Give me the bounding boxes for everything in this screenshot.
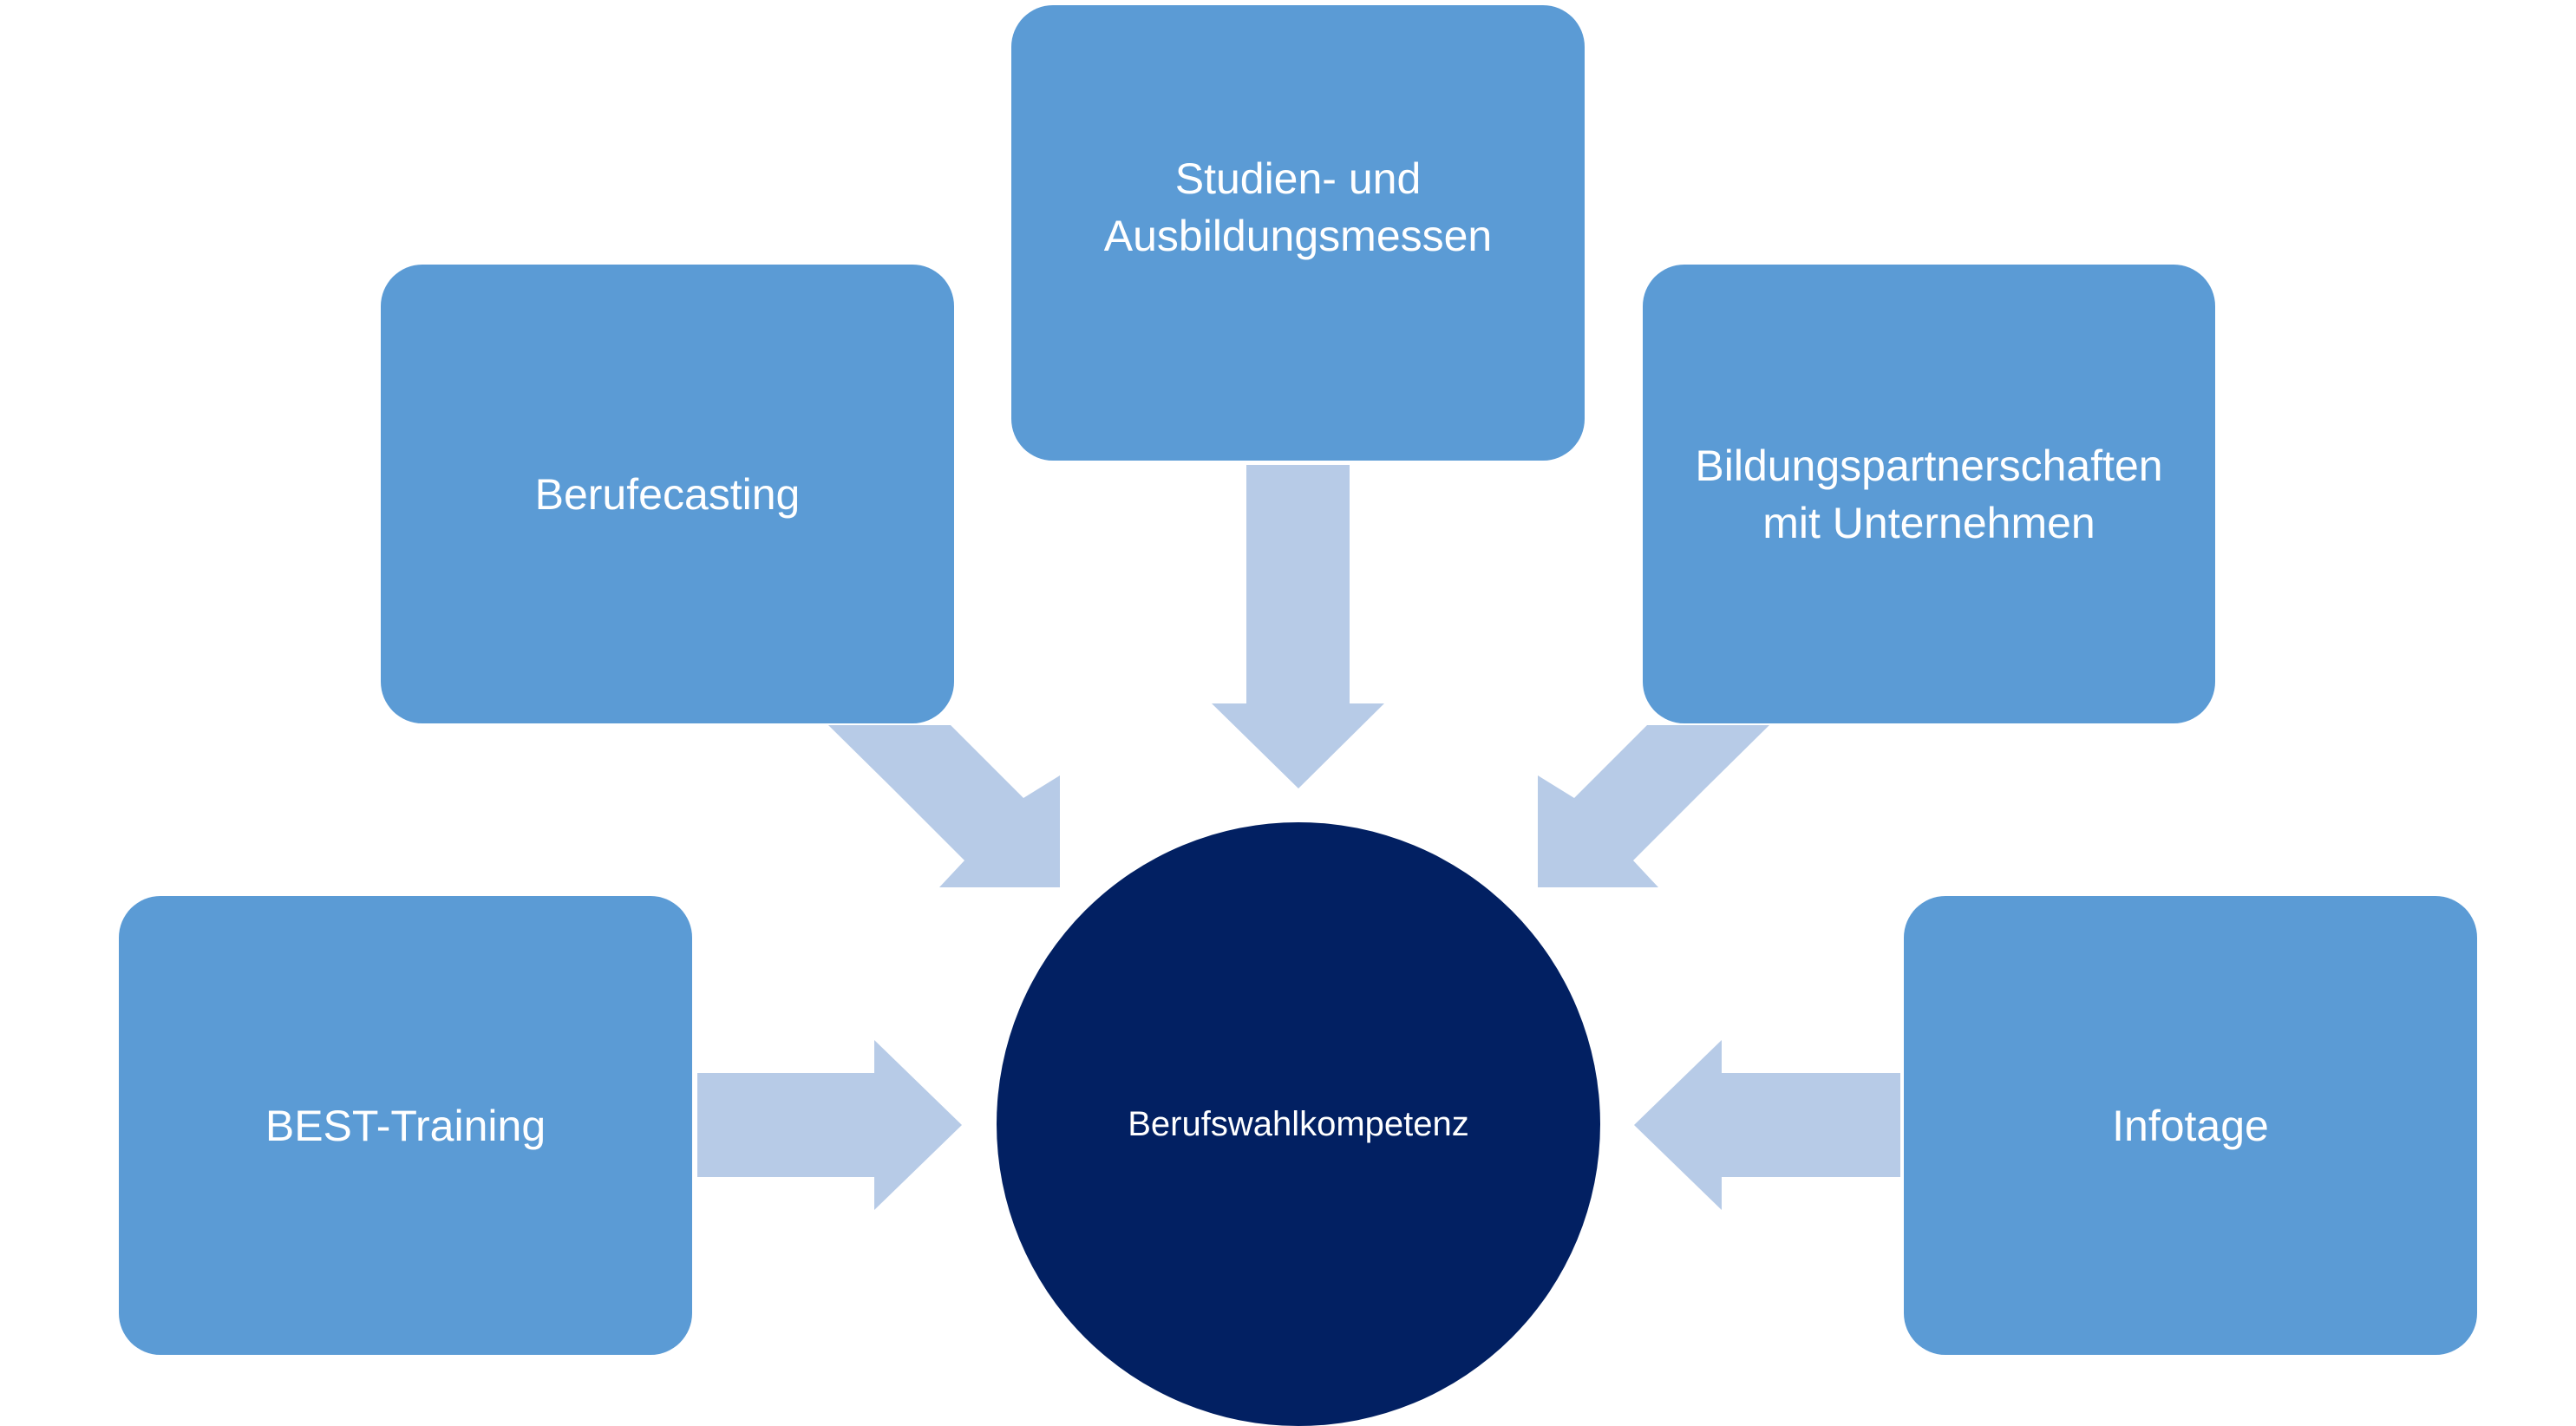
node-label: Berufecasting bbox=[534, 469, 801, 519]
arrow-upper-left-to-center bbox=[828, 725, 1060, 887]
node-label: Studien- und Ausbildungsmessen bbox=[1103, 154, 1493, 260]
node-best-training: BEST-Training bbox=[119, 896, 692, 1355]
center-label: Berufswahlkompetenz bbox=[1128, 1104, 1469, 1143]
arrow-lower-right-to-center bbox=[1634, 1040, 1900, 1210]
node-label: Bildungspartnerschaften mit Unternehmen bbox=[1695, 441, 2163, 547]
node-label: BEST-Training bbox=[265, 1101, 546, 1150]
center-node-berufswahlkompetenz: Berufswahlkompetenz bbox=[997, 822, 1600, 1426]
node-bildungspartnerschaften: Bildungspartnerschaften mit Unternehmen bbox=[1643, 265, 2215, 723]
arrow-lower-left-to-center bbox=[697, 1040, 962, 1210]
arrow-upper-right-to-center bbox=[1538, 725, 1769, 887]
arrow-top-to-center bbox=[1212, 465, 1384, 788]
node-infotage: Infotage bbox=[1904, 896, 2477, 1355]
node-label: Infotage bbox=[2112, 1101, 2269, 1150]
node-studien-ausbildungsmessen: Studien- und Ausbildungsmessen bbox=[1011, 5, 1585, 461]
node-berufecasting: Berufecasting bbox=[381, 265, 954, 723]
